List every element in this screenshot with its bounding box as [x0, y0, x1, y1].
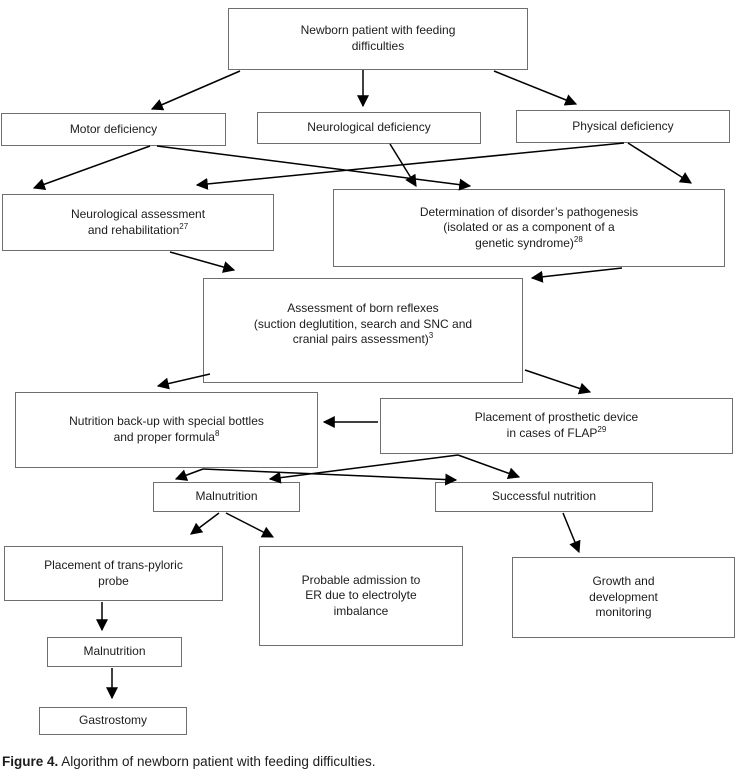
node-physical-deficiency-label: Physical deficiency — [572, 118, 674, 133]
node-transpyloric-probe-label: Placement of trans-pyloric probe — [44, 557, 183, 588]
node-neurological-deficiency: Neurological deficiency — [257, 112, 481, 144]
edge-physical-to-determination — [627, 142, 693, 184]
edge-motor-to-neuro-assess — [32, 145, 151, 190]
node-gastrostomy-label: Gastrostomy — [78, 713, 147, 728]
node-motor-deficiency: Motor deficiency — [1, 113, 226, 146]
figure-caption: Figure 4. Algorithm of newborn patient w… — [2, 753, 375, 771]
figure-caption-text: Algorithm of newborn patient with feedin… — [58, 754, 376, 769]
node-successful-nutrition: Successful nutrition — [435, 482, 653, 512]
edge-newborn-to-motor — [150, 70, 241, 111]
node-assessment-born-reflexes-text: Assessment of born reflexes (suction deg… — [254, 301, 472, 348]
node-newborn-patient: Newborn patient with feeding difficultie… — [228, 8, 528, 70]
edge-nutrition-to-successful — [202, 468, 458, 486]
node-growth-monitoring-label: Growth and development monitoring — [589, 574, 658, 620]
edge-neuro-def-to-determination — [389, 143, 417, 188]
node-growth-monitoring: Growth and development monitoring — [512, 557, 735, 638]
node-nutrition-backup-text: Nutrition back-up with special bottles a… — [69, 414, 264, 445]
reference-superscript: 8 — [214, 429, 220, 438]
node-neurological-assessment-text: Neurological assessment and rehabilitati… — [71, 207, 205, 238]
edge-newborn-to-physical — [493, 70, 578, 106]
edge-assessment-to-placement — [524, 369, 592, 395]
reference-superscript: 29 — [597, 425, 607, 434]
node-malnutrition-label: Malnutrition — [195, 489, 258, 504]
edge-motor-to-determination — [156, 145, 472, 191]
node-prosthetic-device-label: Placement of prosthetic device in cases … — [474, 410, 639, 440]
node-prosthetic-device: Placement of prosthetic device in cases … — [380, 398, 733, 454]
node-neurological-assessment: Neurological assessment and rehabilitati… — [2, 194, 274, 251]
figure-caption-number: Figure 4. — [2, 754, 59, 769]
edge-determination-to-assessment — [530, 267, 623, 283]
node-motor-deficiency-label: Motor deficiency — [69, 121, 158, 136]
edge-successful-to-growth — [562, 512, 581, 554]
node-neurological-assessment-label: Neurological assessment and rehabilitati… — [70, 206, 206, 237]
node-determination-pathogenesis-text: Determination of disorder’s pathogenesis… — [420, 205, 638, 252]
reference-superscript: 27 — [179, 221, 189, 231]
node-malnutrition-2-label: Malnutrition — [83, 644, 146, 659]
edge-neuro-assess-to-assessment — [169, 251, 236, 273]
reference-superscript: 28 — [573, 234, 583, 244]
node-newborn-patient-label: Newborn patient with feeding difficultie… — [300, 23, 456, 53]
node-malnutrition: Malnutrition — [153, 482, 300, 512]
node-neurological-deficiency-label: Neurological deficiency — [307, 120, 431, 135]
node-assessment-born-reflexes: Assessment of born reflexes (suction deg… — [203, 278, 523, 383]
edge-physical-to-neuro-assess — [195, 142, 625, 190]
node-transpyloric-probe: Placement of trans-pyloric probe — [4, 546, 223, 601]
node-assessment-born-reflexes-label: Assessment of born reflexes (suction deg… — [253, 301, 473, 347]
node-physical-deficiency: Physical deficiency — [516, 110, 730, 143]
node-probable-er-admission-label: Probable admission to ER due to electrol… — [301, 572, 421, 618]
node-malnutrition-2: Malnutrition — [47, 637, 182, 667]
edge-nutrition-to-malnutrition — [174, 468, 204, 481]
node-gastrostomy: Gastrostomy — [39, 707, 187, 735]
edge-malnutrition-to-transpyloric — [190, 512, 220, 535]
node-determination-pathogenesis: Determination of disorder’s pathogenesis… — [333, 189, 725, 267]
node-prosthetic-device-text: Placement of prosthetic device in cases … — [475, 410, 638, 441]
node-probable-er-admission: Probable admission to ER due to electrol… — [259, 546, 463, 646]
reference-superscript: 3 — [428, 331, 434, 341]
edge-placement-to-successful — [457, 454, 521, 479]
node-nutrition-backup: Nutrition back-up with special bottles a… — [15, 392, 318, 468]
edge-malnutrition-to-probable — [225, 512, 275, 538]
node-nutrition-backup-label: Nutrition back-up with special bottles a… — [69, 414, 264, 444]
node-successful-nutrition-label: Successful nutrition — [491, 489, 597, 504]
node-determination-pathogenesis-label: Determination of disorder’s pathogenesis… — [419, 204, 639, 250]
